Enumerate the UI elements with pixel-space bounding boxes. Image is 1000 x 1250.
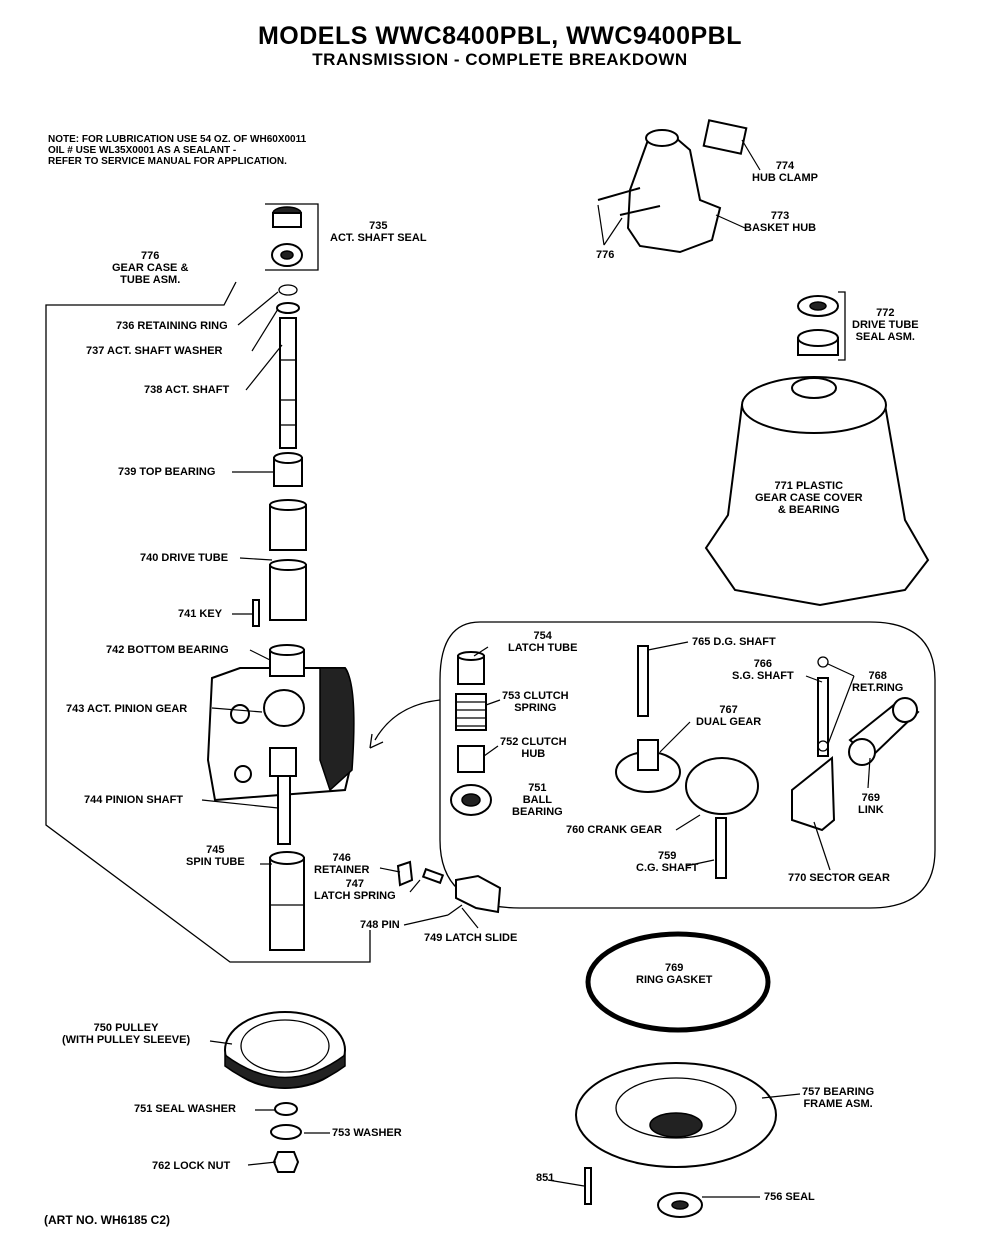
pinion-gear-shape — [263, 689, 305, 727]
label-sector-gear: 770 SECTOR GEAR — [788, 872, 890, 884]
label-ret-ring: 768 RET.RING — [852, 670, 904, 694]
pinion-shaft-shape — [269, 747, 297, 777]
sector-gear-shape — [791, 755, 836, 832]
page-title: MODELS WWC8400PBL, WWC9400PBL — [257, 22, 742, 50]
hub-bolt-1 — [597, 187, 641, 201]
internal-parts-group-outline — [439, 621, 936, 909]
dg-shaft-shape — [637, 645, 649, 717]
clutch-hub-shape — [457, 745, 485, 773]
note-line: OIL # USE WL35X0001 AS A SEALANT - — [48, 145, 237, 156]
basket-hub-shape — [626, 136, 722, 254]
drive-tube-lower — [269, 564, 307, 621]
label-bottom-bearing: 742 BOTTOM BEARING — [106, 644, 229, 656]
label-act-shaft: 738 ACT. SHAFT — [144, 384, 230, 396]
clutch-spring-shape — [455, 693, 487, 731]
ret-ring-bottom — [817, 740, 829, 752]
seal-piece-top-body — [272, 212, 302, 228]
label-washer: 753 WASHER — [332, 1127, 402, 1139]
label-776-top: 776 — [596, 249, 615, 261]
gear-case-side — [319, 667, 355, 792]
latch-spring-shape — [421, 867, 445, 885]
label-pinion-shaft: 744 PINION SHAFT — [84, 794, 184, 806]
label-cg-shaft: 759 C.G. SHAFT — [636, 850, 699, 874]
label-bearing-frame: 757 BEARING FRAME ASM. — [802, 1086, 875, 1110]
label-latch-spring: 747 LATCH SPRING — [314, 878, 396, 902]
group-arrow — [374, 699, 441, 741]
latch-slide-shape — [455, 874, 502, 914]
gear-case-cover-shape — [704, 404, 930, 607]
note-line: NOTE: FOR LUBRICATION USE 54 OZ. OF WH60… — [48, 134, 307, 145]
label-clutch-hub: 752 CLUTCH HUB — [500, 736, 567, 760]
lock-nut-shape — [272, 1151, 300, 1173]
pin-shape — [447, 904, 463, 916]
label-gear-case-cover: 771 PLASTIC GEAR CASE COVER & BEARING — [755, 480, 863, 516]
label-pulley: 750 PULLEY (WITH PULLEY SLEEVE) — [62, 1022, 191, 1046]
crank-gear-shape — [685, 757, 759, 815]
ret-ring-top — [817, 656, 829, 668]
lubrication-note: NOTE: FOR LUBRICATION USE 54 OZ. OF WH60… — [48, 134, 306, 167]
label-spin-tube: 745 SPIN TUBE — [186, 844, 245, 868]
label-sg-shaft: 766 S.G. SHAFT — [732, 658, 794, 682]
sg-shaft-shape — [817, 677, 829, 757]
label-key: 741 KEY — [178, 608, 223, 620]
label-drive-tube-seal: 772 DRIVE TUBE SEAL ASM. — [852, 307, 919, 343]
seal-washer-shape — [274, 1102, 298, 1116]
label-pin: 748 PIN — [360, 919, 400, 931]
key-shape — [252, 599, 260, 627]
gear-case-group-outline — [45, 281, 371, 963]
label-ring-gasket: 769 RING GASKET — [636, 962, 713, 986]
washer-shape — [276, 302, 300, 314]
label-dual-gear: 767 DUAL GEAR — [696, 704, 762, 728]
label-top-bearing: 739 TOP BEARING — [118, 466, 216, 478]
label-basket-hub: 773 BASKET HUB — [744, 210, 817, 234]
label-retainer: 746 RETAINER — [314, 852, 370, 876]
label-seal: 756 SEAL — [764, 1191, 815, 1203]
label-latch-tube: 754 LATCH TUBE — [508, 630, 578, 654]
label-gear-case-tube: 776 GEAR CASE & TUBE ASM. — [112, 250, 189, 286]
label-act-shaft-seal: 735 ACT. SHAFT SEAL — [330, 220, 427, 244]
ring-gasket-shape — [585, 931, 771, 1033]
label-link: 769 LINK — [858, 792, 884, 816]
hub-clamp-shape — [702, 119, 748, 155]
label-drive-tube: 740 DRIVE TUBE — [140, 552, 229, 564]
label-retaining-ring: 736 RETAINING RING — [116, 320, 228, 332]
shaft-seal-bracket — [265, 203, 319, 271]
cg-shaft-shape — [715, 817, 727, 879]
label-act-pinion-gear: 743 ACT. PINION GEAR — [66, 703, 188, 715]
art-number: (ART NO. WH6185 C2) — [44, 1213, 171, 1227]
label-ball-bearing: 751 BALL BEARING — [512, 782, 563, 818]
label-lock-nut: 762 LOCK NUT — [152, 1160, 231, 1172]
label-851: 851 — [536, 1172, 555, 1184]
drive-tube-upper — [269, 504, 307, 551]
label-clutch-spring: 753 CLUTCH SPRING — [502, 690, 569, 714]
page-subtitle: TRANSMISSION - COMPLETE BREAKDOWN — [312, 50, 688, 69]
washer-shape-bottom — [270, 1124, 302, 1140]
label-dg-shaft: 765 D.G. SHAFT — [692, 636, 776, 648]
label-act-shaft-washer: 737 ACT. SHAFT WASHER — [86, 345, 223, 357]
act-shaft-shape — [279, 317, 297, 449]
spin-tube-shape — [269, 857, 305, 951]
group-arrow-head — [369, 733, 384, 749]
retainer-shape — [396, 860, 414, 887]
label-latch-slide: 749 LATCH SLIDE — [424, 932, 518, 944]
retaining-ring-shape — [278, 284, 298, 296]
note-line: REFER TO SERVICE MANUAL FOR APPLICATION. — [48, 156, 287, 167]
label-seal-washer: 751 SEAL WASHER — [134, 1103, 236, 1115]
label-crank-gear: 760 CRANK GEAR — [566, 824, 662, 836]
seal-piece-bottom-hole — [280, 250, 294, 260]
label-hub-clamp: 774 HUB CLAMP — [752, 160, 818, 184]
bolt-851 — [584, 1167, 592, 1205]
hub-bolt-2 — [619, 205, 661, 216]
